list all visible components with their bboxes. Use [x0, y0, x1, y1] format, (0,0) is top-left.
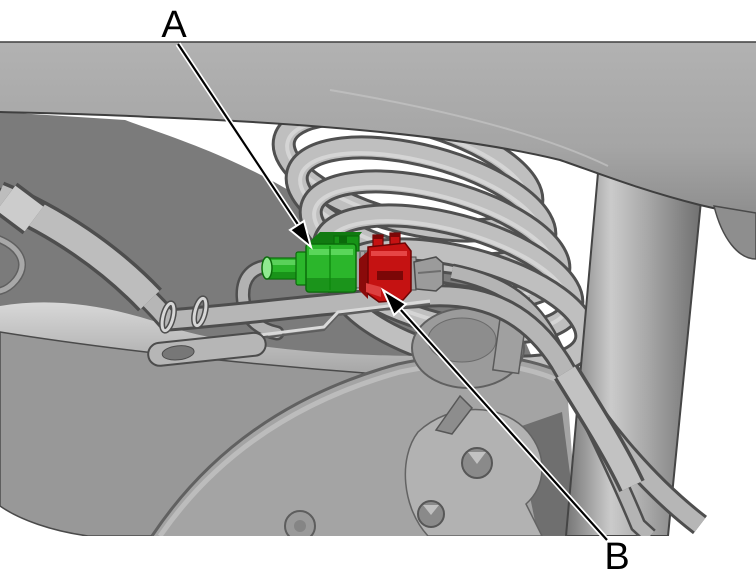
scene: [0, 41, 756, 536]
hex-fitting: [413, 256, 444, 292]
callout-b-label: B: [604, 536, 629, 578]
control-arm-surface: [0, 302, 470, 380]
clip-wing: [359, 251, 368, 299]
fuel-hose: [0, 181, 708, 535]
callout-a-arrowhead: [288, 219, 313, 250]
wheel-arch-liner: [0, 41, 756, 260]
wire-loop: [0, 235, 26, 295]
hose-clamp: [159, 295, 209, 334]
quick-connector: [261, 232, 370, 293]
arch-crease: [329, 89, 609, 167]
hose-elbow: [235, 258, 285, 341]
arch-notch: [712, 205, 756, 260]
nozzle-end-cap: [261, 256, 273, 280]
retainer-clip: [359, 232, 444, 303]
callout-a-label: A: [161, 4, 187, 46]
bracket-point: [434, 394, 473, 435]
callout-b: B: [380, 287, 630, 578]
mounting-bracket: [147, 299, 431, 367]
callout-a: A: [161, 4, 313, 250]
callout-b-arrowhead: [380, 287, 408, 317]
